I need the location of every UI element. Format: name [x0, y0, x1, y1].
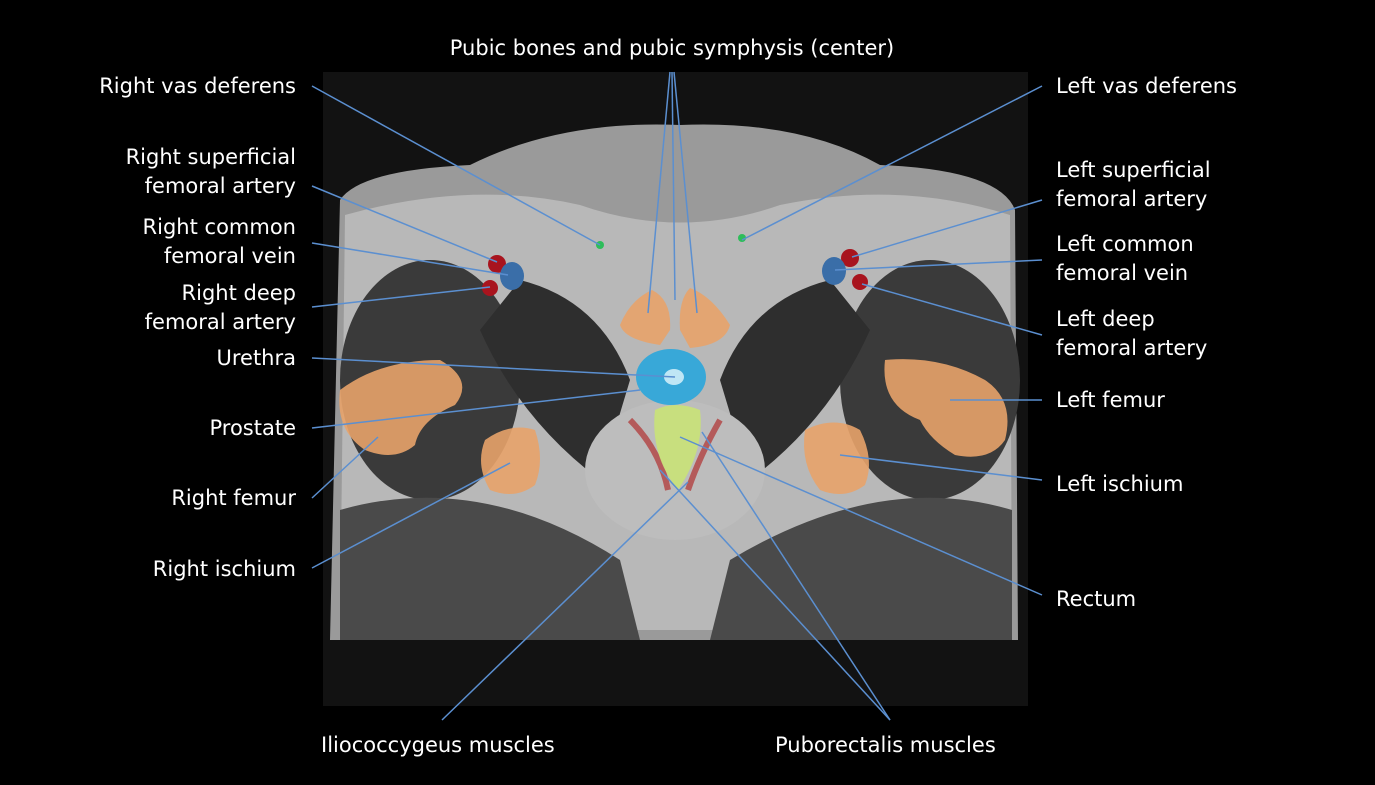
leader-left-cfv — [834, 259, 1043, 271]
label-prostate: Prostate — [209, 416, 296, 440]
label-left-superficial-femoral-artery: Left superficial femoral artery — [1056, 156, 1211, 214]
leader-left-ischium — [839, 454, 1043, 481]
label-right-superficial-femoral-artery: Right superficial femoral artery — [126, 143, 296, 201]
label-left-ischium: Left ischium — [1056, 472, 1184, 496]
leader-right-ischium — [311, 462, 511, 569]
right-common-femoral-vein — [500, 262, 524, 290]
label-line-2: femoral artery — [1056, 336, 1208, 360]
label-line-1: Left common — [1056, 232, 1194, 256]
leader-right-vas — [311, 85, 601, 246]
label-right-femur: Right femur — [171, 486, 296, 510]
leader-left-sfa — [851, 199, 1043, 258]
label-line-2: femoral vein — [1056, 261, 1189, 285]
label-rectum: Rectum — [1056, 587, 1137, 611]
left-deep-femoral-artery — [852, 274, 868, 290]
right-iliococcygeus — [627, 417, 671, 491]
leader-right-sfa — [311, 185, 498, 263]
leader-left-dfa — [861, 283, 1043, 336]
label-line-1: Right common — [142, 215, 296, 239]
left-vas-deferens — [738, 234, 746, 242]
label-line-2: femoral artery — [144, 174, 296, 198]
leader-right-femur — [311, 436, 379, 499]
leader-right-cfv — [311, 242, 509, 276]
label-right-deep-femoral-artery: Right deep femoral artery — [145, 279, 296, 337]
left-ischium — [804, 422, 869, 494]
label-line-2: femoral artery — [144, 310, 296, 334]
label-left-vas-deferens: Left vas deferens — [1056, 74, 1238, 98]
leader-urethra — [311, 357, 676, 378]
leader-pubic-3 — [673, 71, 698, 314]
label-left-deep-femoral-artery: Left deep femoral artery — [1056, 305, 1207, 363]
leader-right-dfa — [311, 286, 491, 308]
leader-pubic-1 — [647, 71, 671, 314]
label-line-1: Left deep — [1056, 307, 1155, 331]
leader-pubic-2 — [671, 71, 676, 301]
left-pubic-bone — [679, 288, 730, 348]
leader-iliococcygeus — [441, 481, 689, 721]
leader-puborectalis-1 — [701, 431, 891, 721]
label-line-1: Left superficial — [1056, 158, 1211, 182]
left-superficial-femoral-artery — [841, 249, 859, 267]
leader-lines — [311, 71, 1043, 721]
leader-prostate — [311, 389, 641, 429]
label-right-ischium: Right ischium — [152, 557, 296, 581]
label-urethra: Urethra — [216, 346, 296, 370]
label-right-vas-deferens: Right vas deferens — [99, 74, 296, 98]
label-left-femur: Left femur — [1056, 388, 1165, 412]
right-deep-femoral-artery — [482, 280, 498, 296]
label-right-common-femoral-vein: Right common femoral vein — [143, 213, 296, 271]
label-line-2: femoral vein — [163, 244, 296, 268]
gluteal-muscles — [340, 497, 1012, 640]
right-pubic-bone — [620, 290, 671, 345]
label-line-1: Right superficial — [125, 145, 296, 169]
right-femur — [339, 360, 463, 455]
right-ischium — [481, 427, 540, 494]
rectum — [654, 405, 701, 490]
label-iliococcygeus-muscles: Iliococcygeus muscles — [321, 733, 555, 757]
obturator-region — [480, 280, 870, 480]
leader-puborectalis-2 — [659, 469, 891, 721]
leader-rectum — [679, 436, 1043, 596]
leader-left-vas — [741, 85, 1043, 241]
label-line-2: femoral artery — [1056, 187, 1208, 211]
left-puborectalis — [685, 418, 723, 491]
label-left-common-femoral-vein: Left common femoral vein — [1056, 230, 1194, 288]
label-line-1: Right deep — [181, 281, 296, 305]
left-femur — [884, 359, 1008, 457]
left-common-femoral-vein — [822, 257, 846, 285]
label-pubic-bones: Pubic bones and pubic symphysis (center) — [449, 36, 895, 60]
label-puborectalis-muscles: Puborectalis muscles — [775, 733, 996, 757]
